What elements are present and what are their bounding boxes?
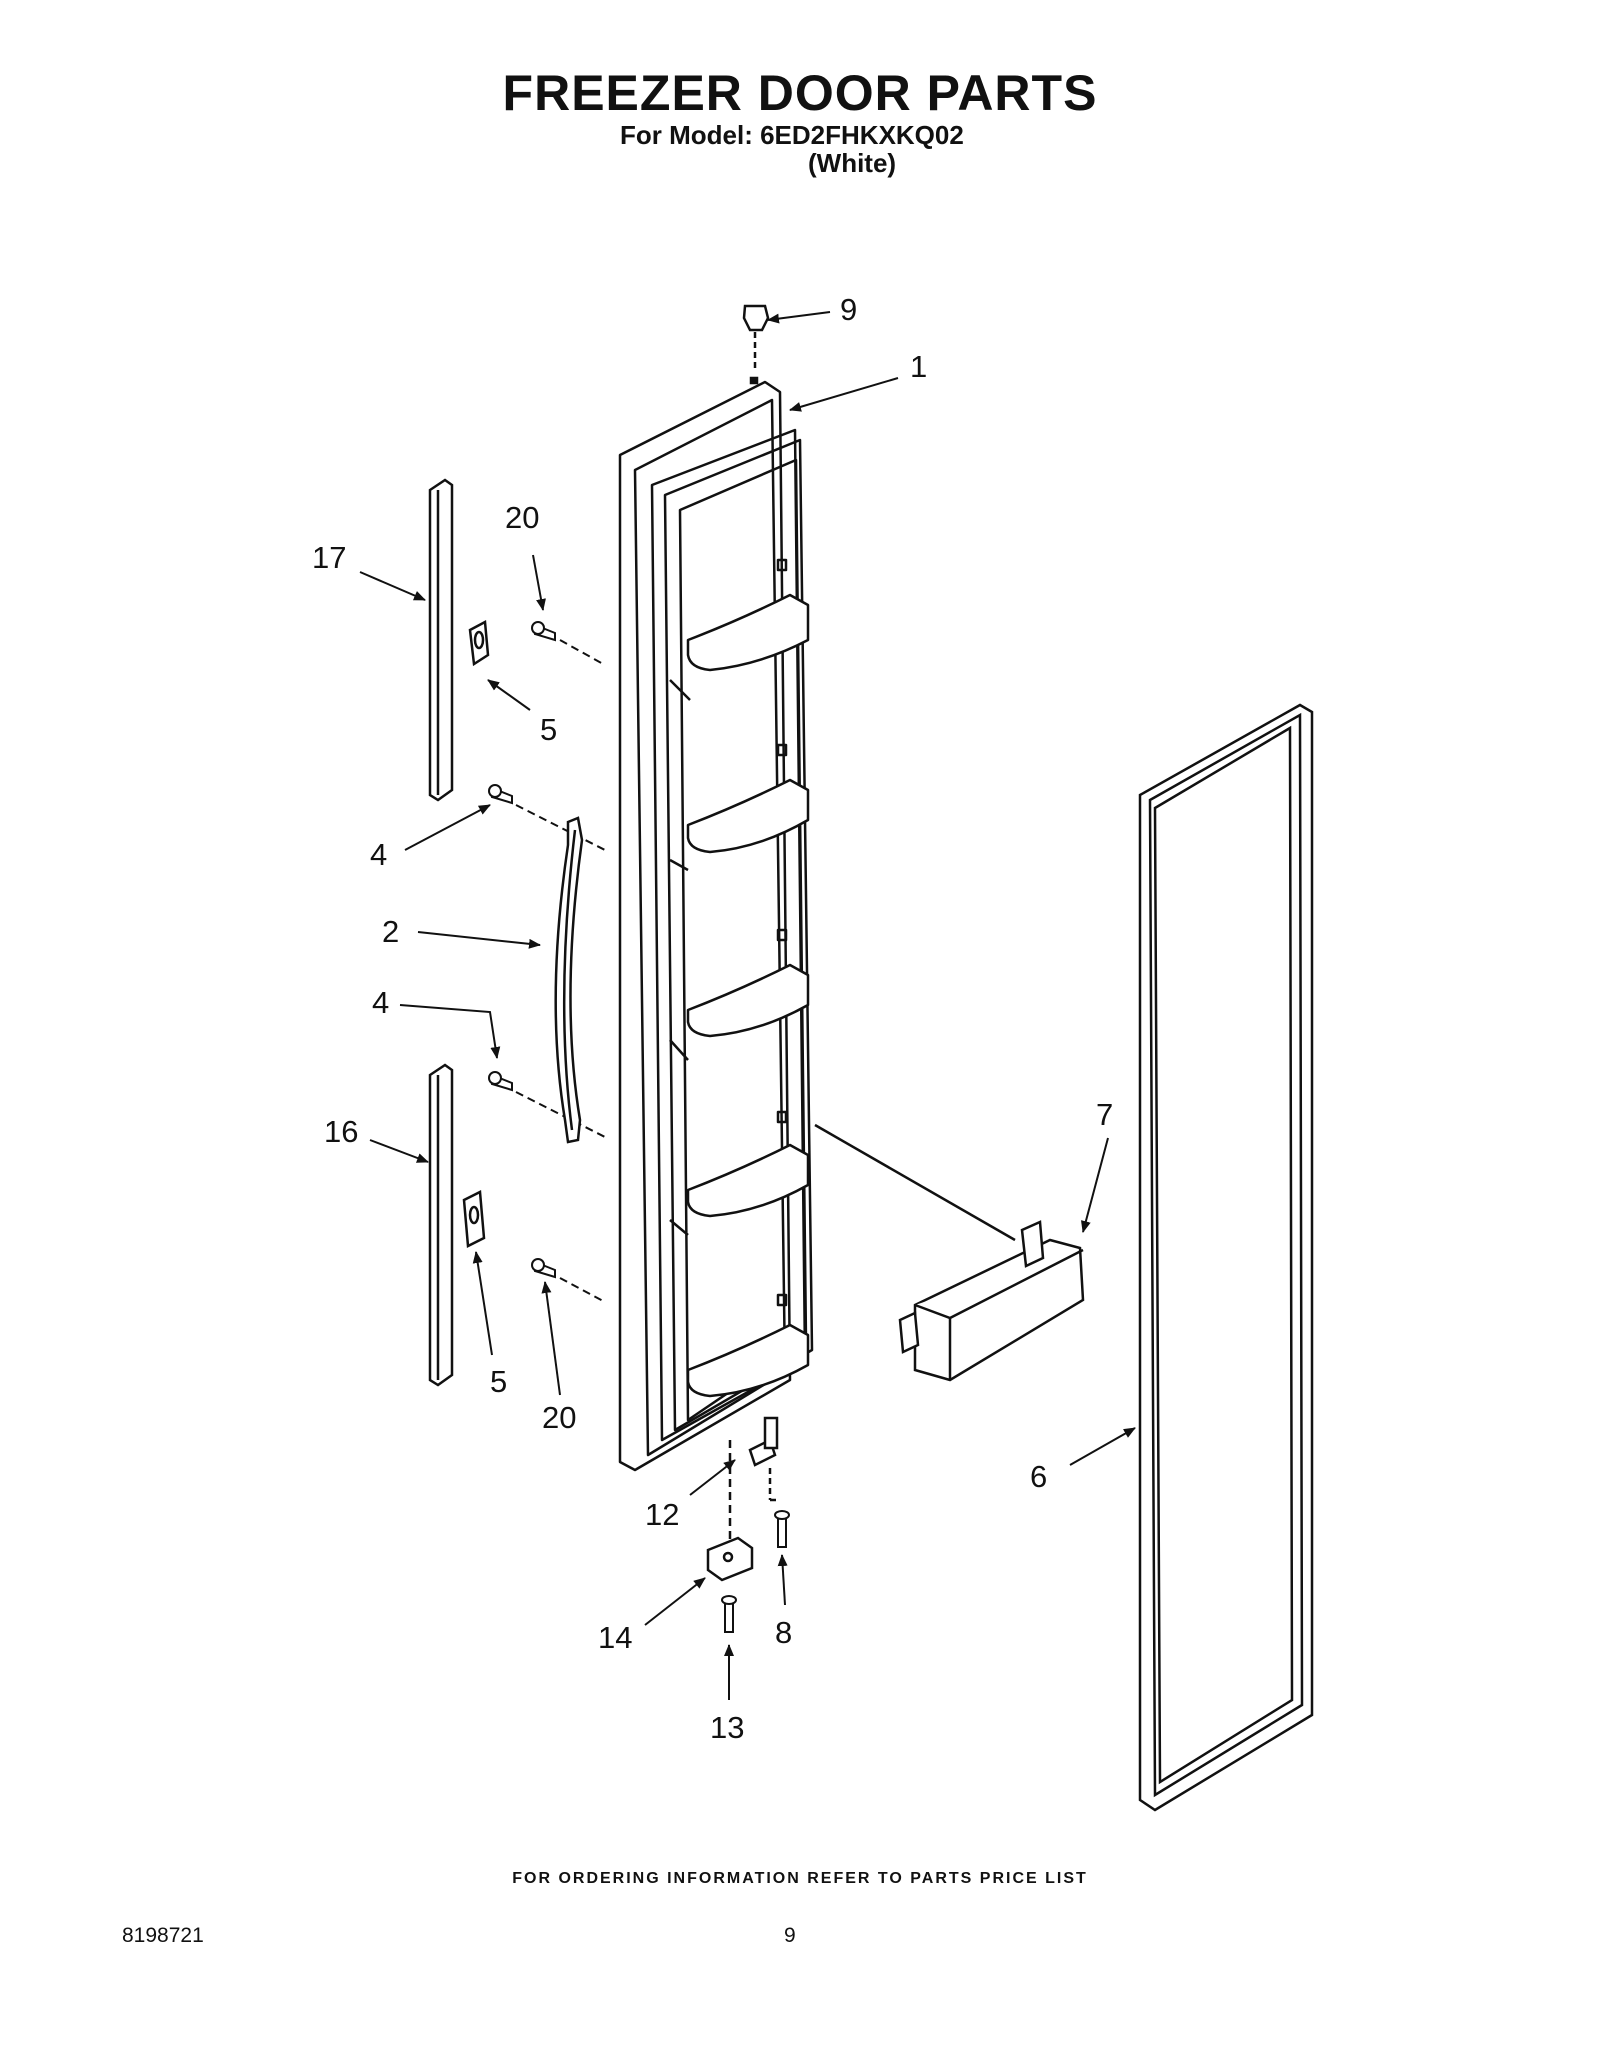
trim-part-17 <box>428 478 454 802</box>
hinge-block-part-14 <box>706 1536 754 1582</box>
callout-7: 7 <box>1096 1097 1113 1132</box>
callout-4-upper: 4 <box>370 837 387 872</box>
screw-part-8 <box>774 1510 790 1548</box>
callout-6: 6 <box>1030 1459 1047 1494</box>
leader-lines <box>359 311 1136 1700</box>
callout-8: 8 <box>775 1615 792 1650</box>
bin-part-7 <box>814 1123 1085 1382</box>
freezer-door-part-1 <box>618 380 814 1472</box>
callout-17: 17 <box>312 540 346 575</box>
document-number: 8198721 <box>122 1924 204 1947</box>
screw-part-20-upper <box>531 621 606 666</box>
callout-2: 2 <box>382 914 399 949</box>
hinge-pin-part-12 <box>728 1416 780 1540</box>
callout-16: 16 <box>324 1114 358 1149</box>
handle-part-2 <box>554 816 584 1144</box>
gasket-part-6 <box>1138 703 1314 1812</box>
clip-part-5-lower <box>462 1190 486 1248</box>
plug-part-9 <box>742 304 770 385</box>
model-line: For Model: 6ED2FHKXKQ02 <box>620 120 964 150</box>
screw-part-20-lower <box>531 1258 606 1303</box>
callout-5-lower: 5 <box>490 1364 507 1399</box>
page-number: 9 <box>784 1924 796 1947</box>
clip-part-5-upper <box>468 620 490 667</box>
screw-part-4-lower <box>488 1071 606 1138</box>
callout-20-lower: 20 <box>542 1400 576 1435</box>
callout-5-upper: 5 <box>540 712 557 747</box>
callout-1: 1 <box>910 349 927 384</box>
callout-4-lower: 4 <box>372 985 389 1020</box>
callout-13: 13 <box>710 1710 744 1745</box>
screw-part-13 <box>721 1595 737 1633</box>
callout-9: 9 <box>840 292 857 327</box>
trim-part-16 <box>428 1063 454 1387</box>
color-line: (White) <box>808 148 897 178</box>
callout-12: 12 <box>645 1497 679 1532</box>
page-title: FREEZER DOOR PARTS <box>502 65 1098 121</box>
callout-labels: 9 1 20 17 5 4 2 4 16 5 20 7 6 12 8 14 13 <box>312 292 1113 1745</box>
callout-14: 14 <box>598 1620 632 1655</box>
callout-20-upper: 20 <box>505 500 539 535</box>
ordering-note: FOR ORDERING INFORMATION REFER TO PARTS … <box>512 1870 1088 1887</box>
screw-part-4-upper <box>488 784 606 851</box>
